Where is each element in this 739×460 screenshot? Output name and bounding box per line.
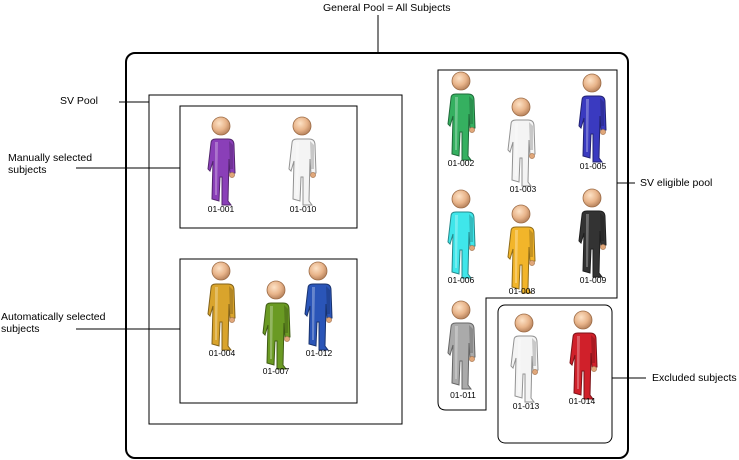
subject-id-label: 01-007 — [262, 366, 290, 376]
sv-pool-label: SV Pool — [60, 95, 98, 107]
subject-id-label: 01-009 — [579, 275, 607, 285]
eligible-pool-box — [437, 69, 618, 411]
subject-id-label: 01-005 — [579, 161, 607, 171]
person-icon — [569, 310, 598, 400]
person-icon — [578, 188, 607, 278]
manual-selection-label-line1: Manually selected — [8, 152, 93, 164]
manual-selection-label-line2: subjects — [8, 164, 47, 176]
person-icon — [447, 189, 476, 279]
automatic-selection-label-line1: Automatically selected — [1, 311, 106, 323]
subject-id-label: 01-012 — [305, 348, 333, 358]
subject-id-label: 01-001 — [207, 204, 235, 214]
subject-id-label: 01-006 — [447, 275, 475, 285]
subject-id-label: 01-014 — [568, 396, 596, 406]
sv-pool-box — [148, 94, 403, 425]
person-icon — [447, 71, 476, 161]
subject-id-label: 01-010 — [289, 204, 317, 214]
subject-id-label: 01-008 — [508, 286, 536, 296]
manual-selection-box — [179, 105, 358, 229]
automatic-selection-label-line2: subjects — [1, 323, 40, 335]
person-icon — [507, 204, 536, 294]
excluded-label: Excluded subjects — [652, 372, 737, 384]
person-icon — [578, 73, 607, 163]
person-icon — [447, 300, 476, 390]
subject-id-label: 01-013 — [512, 401, 540, 411]
subject-id-label: 01-002 — [447, 158, 475, 168]
subject-id-label: 01-011 — [450, 390, 476, 400]
subject-id-label: 01-004 — [208, 348, 236, 358]
person-icon — [304, 261, 333, 351]
excluded-box — [497, 304, 613, 444]
person-icon — [207, 116, 236, 206]
eligible-pool-label: SV eligible pool — [640, 177, 713, 189]
person-icon — [510, 313, 539, 403]
person-icon — [507, 97, 536, 187]
person-icon — [262, 280, 291, 370]
person-icon — [207, 261, 236, 351]
general-pool-label: General Pool = All Subjects — [323, 2, 451, 14]
automatic-selection-box — [179, 258, 358, 404]
person-icon — [288, 116, 317, 206]
subject-id-label: 01-003 — [509, 184, 537, 194]
general-pool-box — [125, 52, 629, 459]
